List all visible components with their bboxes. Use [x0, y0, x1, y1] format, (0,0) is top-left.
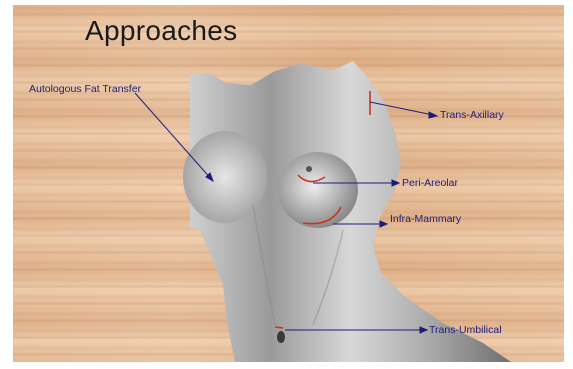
right-breast-shape	[278, 152, 358, 228]
label-peri-areolar: Peri-Areolar	[402, 177, 458, 189]
umbilical-incision	[275, 327, 283, 328]
navel	[277, 331, 285, 343]
nipple	[306, 166, 312, 172]
label-infra-mammary: Infra-Mammary	[390, 213, 461, 225]
label-trans-axillary: Trans-Axillary	[440, 109, 504, 121]
torso-figure	[13, 5, 564, 362]
slide: Approaches Autologous Fat Transfer Trans…	[13, 5, 564, 362]
label-autologous-fat-transfer: Autologous Fat Transfer	[29, 83, 141, 95]
label-trans-umbilical: Trans-Umbilical	[429, 324, 502, 336]
slide-title: Approaches	[85, 15, 237, 47]
